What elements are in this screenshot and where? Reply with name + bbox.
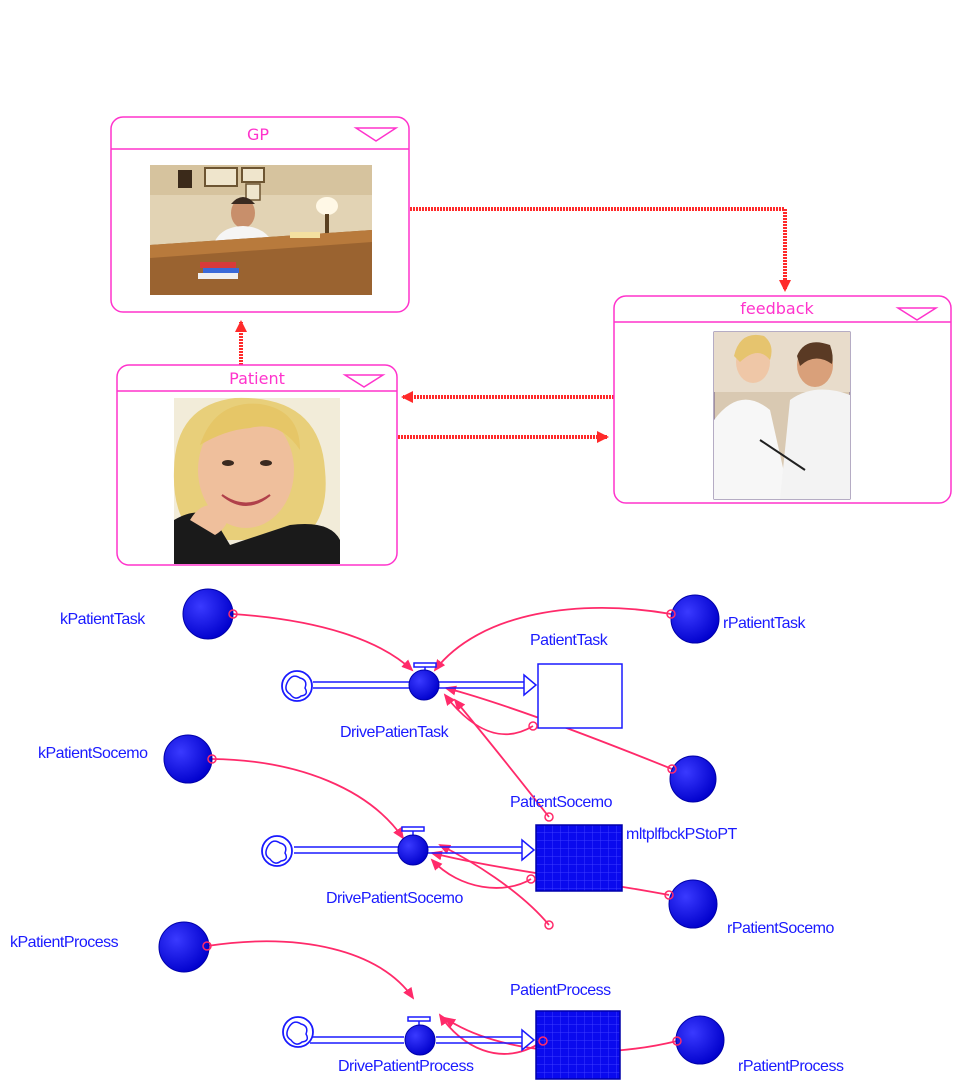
label-patient-task: PatientTask: [530, 632, 609, 649]
label-k-patient-task: kPatientTask: [60, 611, 146, 628]
stock-patient-socemo[interactable]: [535, 824, 623, 892]
flow-pipes: [294, 673, 538, 1052]
feedback-photo: [713, 331, 851, 500]
triangle-down-icon[interactable]: [342, 374, 386, 388]
converter-k-patient-task[interactable]: [182, 588, 234, 640]
link-gp-to-feedback: [410, 207, 791, 292]
cloud-source-2: [261, 835, 293, 867]
stock-patient-task[interactable]: [537, 663, 623, 729]
label-k-patient-socemo: kPatientSocemo: [38, 745, 148, 762]
gp-photo: [150, 165, 372, 295]
triangle-down-icon[interactable]: [353, 127, 399, 142]
variable-labels: kPatientTask rPatientTask PatientTask Dr…: [10, 611, 844, 1075]
module-gp[interactable]: GP: [110, 116, 410, 313]
label-drive-patient-process: DrivePatientProcess: [338, 1058, 474, 1075]
converter-r-patient-process[interactable]: [675, 1015, 725, 1065]
module-patient[interactable]: Patient: [116, 364, 398, 566]
label-r-patient-socemo: rPatientSocemo: [727, 920, 834, 937]
converter-mltplfbck[interactable]: [669, 755, 717, 803]
stock-patient-process[interactable]: [535, 1010, 621, 1080]
cloud-source-3: [282, 1016, 314, 1048]
connector: [232, 613, 414, 672]
connector: [433, 606, 672, 672]
cloud-source-1: [281, 670, 313, 702]
converter-k-patient-process[interactable]: [158, 921, 210, 973]
converters: [158, 588, 725, 1065]
module-links: [235, 207, 791, 443]
label-patient-socemo: PatientSocemo: [510, 794, 613, 811]
module-patient-title: Patient: [229, 369, 285, 388]
converter-k-patient-socemo[interactable]: [163, 734, 213, 784]
flow-valve-drive-patient-process[interactable]: [404, 1016, 436, 1056]
flow-valve-drive-patien-task[interactable]: [408, 662, 440, 701]
connector: [430, 858, 532, 889]
label-patient-process: PatientProcess: [510, 982, 611, 999]
module-feedback[interactable]: feedback: [613, 295, 952, 504]
label-r-patient-process: rPatientProcess: [738, 1058, 844, 1075]
converter-r-patient-task[interactable]: [670, 594, 720, 644]
label-r-patient-task: rPatientTask: [723, 615, 807, 632]
label-k-patient-process: kPatientProcess: [10, 934, 119, 951]
flow-valve-drive-patient-socemo[interactable]: [397, 826, 429, 866]
module-feedback-title: feedback: [740, 299, 814, 318]
connector: [206, 940, 415, 1000]
patient-photo: [173, 397, 340, 564]
label-mltplfbck: mltplfbckPStoPT: [626, 826, 737, 843]
connector: [211, 758, 405, 840]
connector: [438, 844, 550, 926]
converter-r-patient-socemo[interactable]: [668, 879, 718, 929]
label-drive-patient-socemo: DrivePatientSocemo: [326, 890, 463, 907]
label-drive-patien-task: DrivePatienTask: [340, 724, 450, 741]
connector: [453, 698, 550, 818]
connector-endpoints: [202, 609, 682, 1046]
triangle-down-icon[interactable]: [895, 307, 939, 321]
module-gp-title: GP: [247, 125, 269, 144]
